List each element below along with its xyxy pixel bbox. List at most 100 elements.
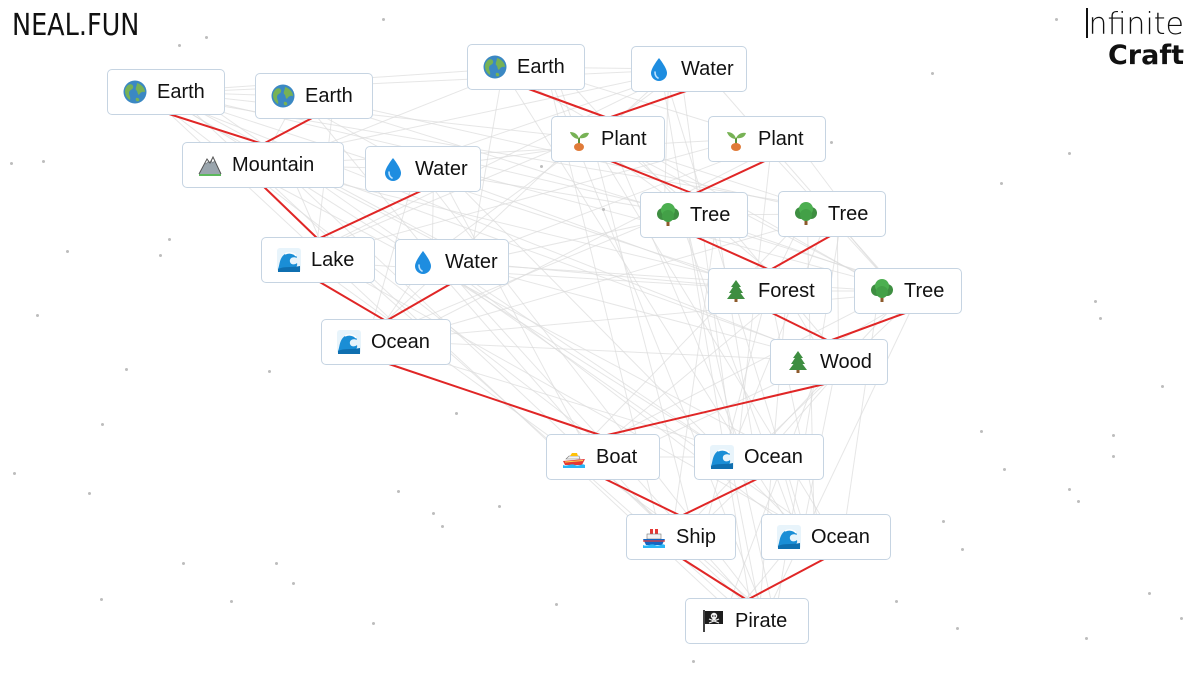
star-dot [36,314,39,317]
star-dot [1068,488,1071,491]
item-water2[interactable]: Water [365,146,481,192]
background-web-line [145,91,416,343]
seedling-icon [570,132,589,151]
background-web-line [441,261,803,538]
star-dot [182,562,185,565]
star-dot [382,18,385,21]
item-label: Ocean [371,330,430,353]
snow-mountain-icon [198,155,222,176]
item-ship[interactable]: Ship [626,514,736,560]
item-lake[interactable]: Lake [261,237,375,283]
item-earth3[interactable]: Earth [467,44,585,90]
evergreen-tree-icon [789,351,807,373]
star-dot [961,548,964,551]
star-dot [1077,500,1080,503]
star-dot [540,165,543,168]
background-web-line [165,91,593,140]
brand-left-text: NEAL.FUN [12,8,140,43]
background-web-line [453,261,831,363]
item-forest[interactable]: Forest [708,268,832,314]
item-earth1[interactable]: Earth [107,69,225,115]
item-label: Forest [758,279,815,302]
background-web-line [572,213,808,458]
star-dot [602,208,605,211]
star-dot [455,412,458,415]
item-plant1[interactable]: Plant [551,116,665,162]
item-boat[interactable]: Boat [546,434,660,480]
star-dot [498,505,501,508]
item-tree3[interactable]: Tree [854,268,962,314]
link-ocean3-to-pirate [746,557,827,601]
item-label: Earth [517,55,565,78]
star-dot [942,520,945,523]
star-dot [441,525,444,528]
star-dot [1180,617,1183,620]
background-web-line [702,68,899,292]
star-dot [692,660,695,663]
water-droplet-icon [651,58,667,81]
item-mountain[interactable]: Mountain [182,142,344,188]
star-dot [432,512,435,515]
background-web-line [715,214,756,458]
star-dot [1085,637,1088,640]
item-water3[interactable]: Water [395,239,509,285]
item-earth2[interactable]: Earth [255,73,373,119]
link-ship-to-pirate [680,557,748,601]
item-label: Tree [690,203,731,226]
item-ocean3[interactable]: Ocean [761,514,891,560]
background-web-line [442,261,735,458]
item-label: Tree [904,279,945,302]
pirate-flag-icon [703,610,723,632]
item-label: Water [445,250,498,273]
item-label: Plant [758,127,804,150]
item-label: Earth [157,80,205,103]
star-dot [100,598,103,601]
water-wave-icon [777,525,801,549]
earth-globe-icon [483,55,507,79]
background-web-line [609,138,747,458]
brand-right-line2: Craft [1107,40,1184,71]
star-dot [555,603,558,606]
link-wood-to-boat [602,382,830,437]
link-plant2-to-tree1 [693,159,768,195]
star-dot [1112,455,1115,458]
background-web-line [390,213,834,343]
star-dot [10,162,13,165]
item-water1[interactable]: Water [631,46,747,92]
link-forest-to-wood [769,311,830,342]
star-dot [275,562,278,565]
water-wave-icon [337,330,361,354]
background-web-line [702,290,769,538]
link-ocean1-to-boat [385,362,604,437]
earth-globe-icon [271,84,295,108]
star-dot [956,627,959,630]
star-dot [268,370,271,373]
star-dot [42,160,45,163]
star-dot [205,36,208,39]
background-web-line [677,290,909,538]
item-wood[interactable]: Wood [770,339,888,385]
star-dot [895,600,898,603]
star-dot [1055,18,1058,21]
item-plant2[interactable]: Plant [708,116,826,162]
link-water3-to-ocean1 [385,282,453,322]
background-web-line [292,164,838,363]
link-earth2-to-mountain [262,116,315,145]
link-earth3-to-plant1 [525,87,609,119]
item-ocean1[interactable]: Ocean [321,319,451,365]
neal-fun-logo[interactable]: NEAL.FUN [12,8,139,43]
evergreen-tree-icon [727,280,745,302]
item-pirate[interactable]: Pirate [685,598,809,644]
item-label: Tree [828,202,869,225]
star-dot [1161,385,1164,388]
background-web-line [306,259,689,538]
item-ocean2[interactable]: Ocean [694,434,824,480]
background-web-line [684,214,777,622]
background-web-line [678,214,800,538]
background-web-line [721,361,823,622]
item-tree1[interactable]: Tree [640,192,748,238]
infinite-craft-logo: nfinite Craft [1085,8,1184,71]
star-dot [125,368,128,371]
item-tree2[interactable]: Tree [778,191,886,237]
